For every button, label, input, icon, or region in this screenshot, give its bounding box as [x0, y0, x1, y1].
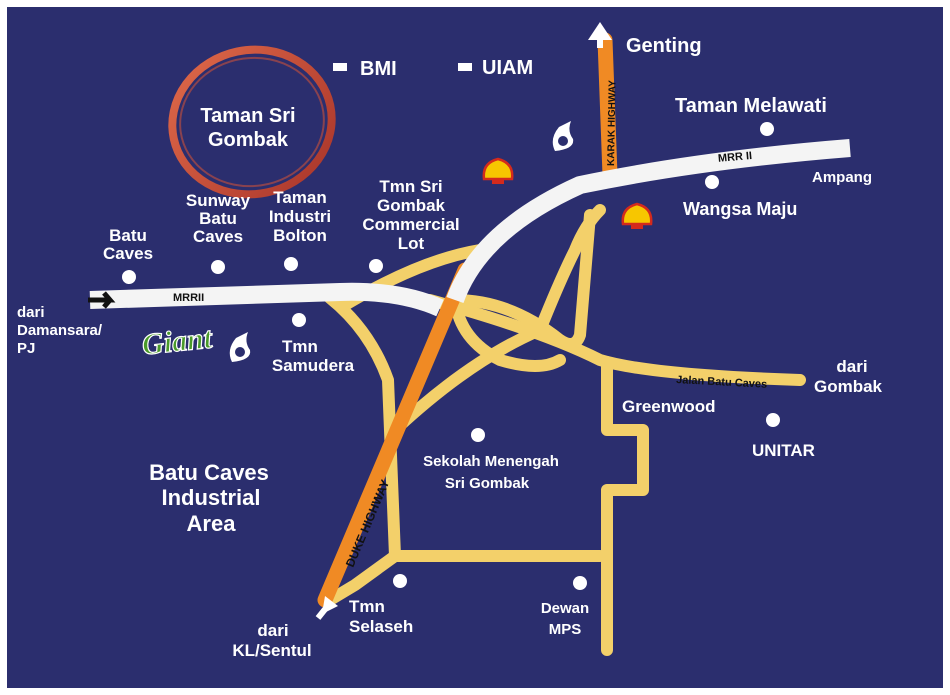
arrow-icon	[588, 22, 612, 48]
svg-text:Tmn: Tmn	[349, 597, 385, 616]
svg-text:Area: Area	[187, 511, 237, 536]
dewan-mps-label: Dewan MPS	[541, 600, 589, 638]
dari-gombak-label: dari Gombak	[814, 357, 883, 396]
ring-label-line1: Taman Sri	[200, 105, 295, 127]
svg-text:Caves: Caves	[193, 227, 243, 246]
svg-text:Damansara/: Damansara/	[17, 322, 103, 339]
giant-logo: Giant	[140, 321, 216, 363]
location-dot-icon	[393, 574, 407, 588]
karak-slip	[534, 204, 606, 336]
bmi-label: BMI	[360, 58, 397, 80]
svg-text:Sekolah Menengah: Sekolah Menengah	[423, 453, 559, 470]
location-dot-icon	[705, 175, 719, 189]
location-dot-icon	[122, 270, 136, 284]
petronas-icon	[552, 121, 574, 151]
unitar-label: UNITAR	[752, 441, 815, 460]
ring-label-line2: Gombak	[208, 129, 289, 151]
svg-text:Selaseh: Selaseh	[349, 617, 413, 636]
svg-text:KL/Sentul: KL/Sentul	[232, 641, 311, 660]
location-dot-icon	[211, 260, 225, 274]
dari-damansara-pj-label: dari Damansara/ PJ	[17, 304, 103, 357]
svg-text:Samudera: Samudera	[272, 356, 355, 375]
karak-highway	[597, 32, 618, 183]
svg-text:dari: dari	[17, 304, 45, 321]
arrow-icon	[88, 291, 116, 309]
batu-caves-label: Batu Caves	[103, 226, 153, 263]
location-dot-icon	[284, 257, 298, 271]
svg-text:MPS: MPS	[549, 621, 582, 638]
mrr2-road	[89, 139, 851, 317]
highways	[317, 32, 618, 608]
building-marker-icon	[458, 63, 472, 71]
sekolah-menengah-sri-gombak-label: Sekolah Menengah Sri Gombak	[423, 453, 559, 492]
building-marker-icon	[333, 63, 347, 71]
svg-text:Batu: Batu	[109, 226, 147, 245]
tmn-sri-gombak-commercial-lot-label: Tmn Sri Gombak Commercial Lot	[362, 177, 459, 253]
shell-icon	[621, 202, 653, 229]
location-dot-icon	[292, 313, 306, 327]
yellow-road-diagonal	[389, 324, 546, 436]
svg-text:Giant: Giant	[140, 321, 215, 361]
svg-text:Gombak: Gombak	[377, 196, 446, 215]
arrow-icon	[315, 596, 338, 620]
location-dot-icon	[369, 259, 383, 273]
svg-text:Batu Caves: Batu Caves	[149, 460, 269, 485]
svg-text:Tmn: Tmn	[282, 337, 318, 356]
taman-melawati-label: Taman Melawati	[675, 95, 827, 117]
svg-text:Sri Gombak: Sri Gombak	[445, 475, 530, 492]
batu-caves-industrial-area-label: Batu Caves Industrial Area	[149, 460, 269, 536]
svg-text:Taman: Taman	[273, 188, 327, 207]
svg-text:PJ: PJ	[17, 340, 35, 357]
yellow-road-junction-south	[449, 294, 566, 372]
svg-text:Commercial: Commercial	[362, 215, 459, 234]
jalan-batu-caves-label: Jalan Batu Caves	[676, 374, 768, 391]
svg-text:Caves: Caves	[103, 244, 153, 263]
tmn-samudera-label: Tmn Samudera	[272, 337, 355, 375]
taman-industri-bolton-label: Taman Industri Bolton	[269, 188, 331, 245]
taman-sri-gombak-ring: Taman Sri Gombak	[168, 45, 336, 199]
location-dot-icon	[573, 576, 587, 590]
genting-label: Genting	[626, 35, 702, 57]
duke-highway	[317, 262, 473, 608]
mrr2-east-label: MRR II	[717, 150, 752, 165]
dari-kl-sentul-label: dari KL/Sentul	[232, 621, 311, 660]
svg-text:Gombak: Gombak	[814, 377, 883, 396]
greenwood-label: Greenwood	[622, 397, 716, 416]
wangsa-maju-label: Wangsa Maju	[683, 199, 797, 219]
location-dot-icon	[760, 122, 774, 136]
shell-icon	[482, 157, 514, 184]
greenwood-road	[601, 356, 649, 656]
ampang-label: Ampang	[812, 169, 872, 186]
location-dot-icon	[471, 428, 485, 442]
svg-text:Industrial: Industrial	[161, 485, 260, 510]
selaseh-road	[324, 550, 401, 606]
location-dot-icon	[766, 413, 780, 427]
sunway-batu-caves-label: Sunway Batu Caves	[186, 191, 251, 246]
tmn-selaseh-label: Tmn Selaseh	[349, 597, 413, 636]
svg-text:Industri: Industri	[269, 207, 331, 226]
svg-text:Tmn Sri: Tmn Sri	[379, 177, 442, 196]
svg-text:dari: dari	[836, 357, 867, 376]
svg-text:Lot: Lot	[398, 234, 425, 253]
karak-highway-label: KARAK HIGHWAY	[606, 80, 619, 166]
svg-text:dari: dari	[257, 621, 288, 640]
svg-text:Dewan: Dewan	[541, 600, 589, 617]
mrr2-west-label: MRRII	[173, 292, 204, 304]
petronas-icon	[229, 332, 251, 362]
svg-text:Sunway: Sunway	[186, 191, 251, 210]
uiam-label: UIAM	[482, 57, 533, 79]
svg-text:Batu: Batu	[199, 209, 237, 228]
svg-text:Bolton: Bolton	[273, 226, 327, 245]
jalan-batu-caves-road	[424, 294, 806, 386]
